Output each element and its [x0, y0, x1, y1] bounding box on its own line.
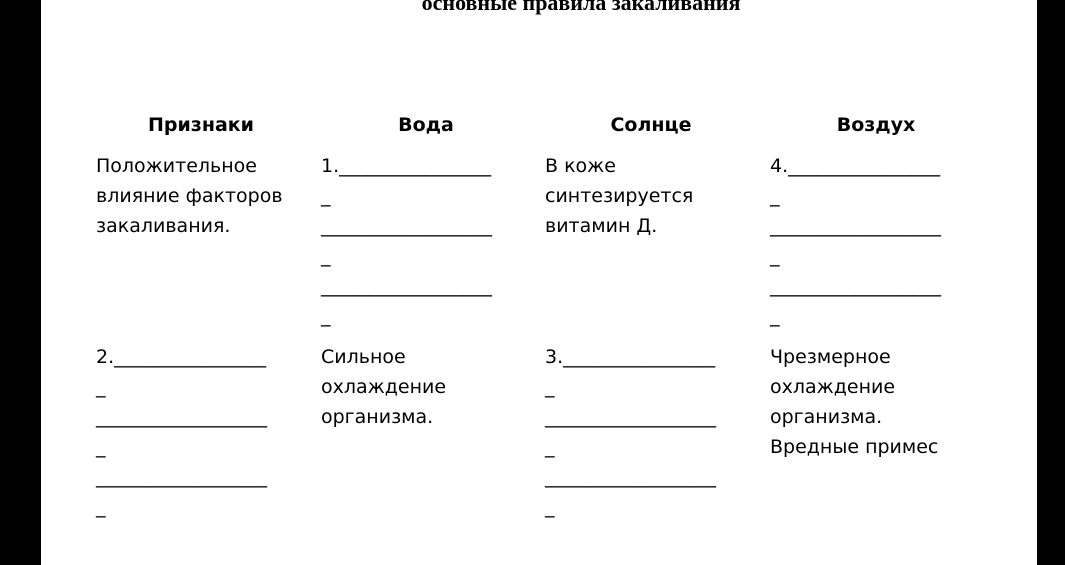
blank-line: _: [545, 376, 555, 398]
cell-line: Чрезмерное: [770, 346, 891, 368]
blank-line: _: [321, 185, 331, 207]
cell-line: охлаждение: [321, 376, 447, 398]
blank-line: __________________: [321, 275, 492, 297]
blank-line: _: [770, 245, 780, 267]
document-title: основные правила закаливания: [421, 0, 741, 15]
blank-line: __________________: [545, 466, 716, 488]
cell-line: синтезируется: [545, 185, 694, 207]
blank-line: _: [545, 436, 555, 458]
row2-signs-cell: 2.________________ _ __________________ …: [96, 342, 267, 522]
row1-air-cell: 4.________________ _ __________________ …: [770, 151, 941, 331]
blank-line: _: [545, 496, 555, 518]
header-water: Вода: [398, 114, 454, 136]
blank-line: _: [770, 305, 780, 327]
blank-line: __________________: [545, 406, 716, 428]
cell-line: Сильное: [321, 346, 406, 368]
blank-line: 3.________________: [545, 346, 716, 368]
blank-line: _: [96, 376, 106, 398]
blank-line: __________________: [770, 275, 941, 297]
cell-line: В коже: [545, 155, 616, 177]
document-page: основные правила закаливания Признаки Во…: [41, 0, 1037, 565]
cell-line: Вредные примес: [770, 436, 939, 458]
blank-line: _: [96, 436, 106, 458]
blank-line: _: [321, 305, 331, 327]
cell-line: влияние факторов: [96, 185, 283, 207]
blank-line: _: [96, 496, 106, 518]
blank-line: 4.________________: [770, 155, 941, 177]
row2-air-cell: Чрезмерное охлаждение организма. Вредные…: [770, 342, 938, 462]
cell-line: Положительное: [96, 155, 257, 177]
blank-line: __________________: [321, 215, 492, 237]
blank-line: __________________: [96, 466, 267, 488]
header-air: Воздух: [836, 114, 916, 136]
blank-line: _: [321, 245, 331, 267]
row2-sun-cell: 3.________________ _ __________________ …: [545, 342, 716, 522]
header-sun: Солнце: [610, 114, 692, 136]
cell-line: организма.: [770, 406, 883, 428]
row2-water-cell: Сильное охлаждение организма.: [321, 342, 446, 432]
blank-line: 2.________________: [96, 346, 267, 368]
cell-line: организма.: [321, 406, 434, 428]
row1-water-cell: 1.________________ _ __________________ …: [321, 151, 492, 331]
cell-line: охлаждение: [770, 376, 896, 398]
blank-line: _: [770, 185, 780, 207]
blank-line: __________________: [96, 406, 267, 428]
row1-signs-cell: Положительное влияние факторов закаливан…: [96, 151, 283, 241]
header-signs: Признаки: [147, 114, 254, 136]
row1-sun-cell: В коже синтезируется витамин Д.: [545, 151, 693, 241]
blank-line: 1.________________: [321, 155, 492, 177]
cell-line: витамин Д.: [545, 215, 658, 237]
cell-line: закаливания.: [96, 215, 231, 237]
blank-line: __________________: [770, 215, 941, 237]
